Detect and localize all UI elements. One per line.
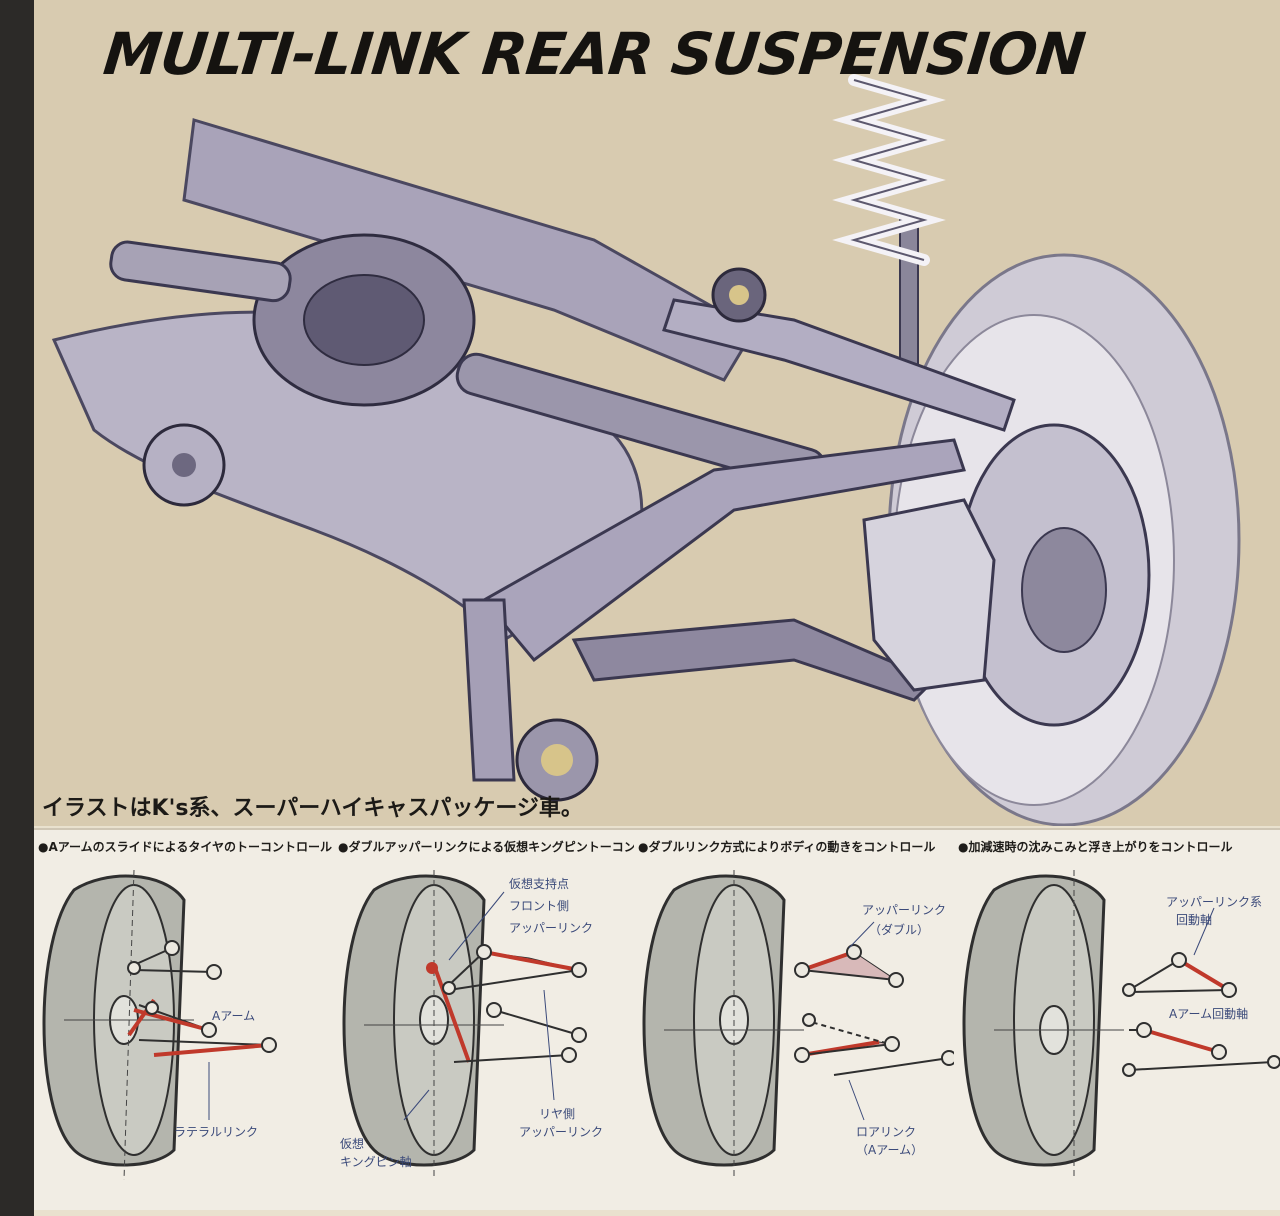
coil-spring	[832, 74, 946, 391]
label-virtual-pivot: 仮想支持点	[509, 877, 570, 891]
diagram-panels: ●Aアームのスライドによるタイヤのトーコントロール Aア	[34, 828, 1280, 1216]
brake-caliper	[862, 498, 996, 692]
label-pivot-axis: 回動軸	[1176, 913, 1213, 927]
label-lower-link: ロアリンク	[856, 1125, 917, 1139]
tire-link-diagram	[342, 870, 587, 1180]
suspension-illustration	[51, 74, 1241, 826]
tire-link-diagram	[42, 869, 277, 1181]
panel-title: ●Aアームのスライドによるタイヤのトーコントロール	[38, 840, 332, 854]
upper-link	[662, 298, 1016, 432]
tire-link-diagram	[642, 870, 954, 1180]
label-virtual: 仮想	[340, 1137, 365, 1151]
label-a-arm-pivot: Aアーム回動軸	[1169, 1007, 1249, 1021]
label-upper-link: アッパーリンク	[509, 921, 594, 935]
panel-title: ●ダブルアッパーリンクによる仮想キングピントーコントロール	[338, 840, 684, 854]
label-double: （ダブル）	[869, 923, 930, 937]
label-a-arm: Aアーム	[212, 1009, 256, 1023]
label-upper-link: アッパーリンク	[862, 903, 947, 917]
diagram-panel-dive-squat-control: ●加減速時の沈みこみと浮き上がりをコントロール アッパーリンク系	[954, 828, 1280, 1210]
label-front-side: フロント側	[509, 899, 570, 913]
magazine-page: MULTI-LINK REAR SUSPENSION イラストはK's系、スーパ…	[34, 0, 1280, 1216]
panel-title: ●加減速時の沈みこみと浮き上がりをコントロール	[958, 840, 1233, 854]
label-a-arm: （Aアーム）	[856, 1143, 924, 1157]
diagram-panel-body-control: ●ダブルリンク方式によりボディの動きをコントロール	[634, 828, 956, 1210]
illustration-panel: MULTI-LINK REAR SUSPENSION イラストはK's系、スーパ…	[34, 0, 1280, 826]
label-kingpin-axis: キングピン軸	[340, 1155, 412, 1169]
differential	[252, 233, 476, 407]
panel-title: ●ダブルリンク方式によりボディの動きをコントロール	[638, 840, 936, 854]
label-upper-link-pivot: アッパーリンク系	[1166, 895, 1263, 909]
label-rear-side: リヤ側	[539, 1107, 576, 1121]
bushing	[142, 267, 767, 802]
label-lateral-link: ラテラルリンク	[174, 1125, 259, 1139]
illustration-caption: イラストはK's系、スーパーハイキャスパッケージ車。	[42, 796, 583, 821]
label-rear-upper-link: アッパーリンク	[519, 1125, 604, 1139]
a-arm	[462, 438, 966, 782]
diagram-panel-toe-control: ●Aアームのスライドによるタイヤのトーコントロール Aア	[34, 828, 336, 1210]
tire-link-diagram	[962, 870, 1280, 1180]
diagram-panel-kingpin-control: ●ダブルアッパーリンクによる仮想キングピントーコントロール	[334, 828, 684, 1210]
page-title: MULTI-LINK REAR SUSPENSION	[100, 20, 1088, 88]
